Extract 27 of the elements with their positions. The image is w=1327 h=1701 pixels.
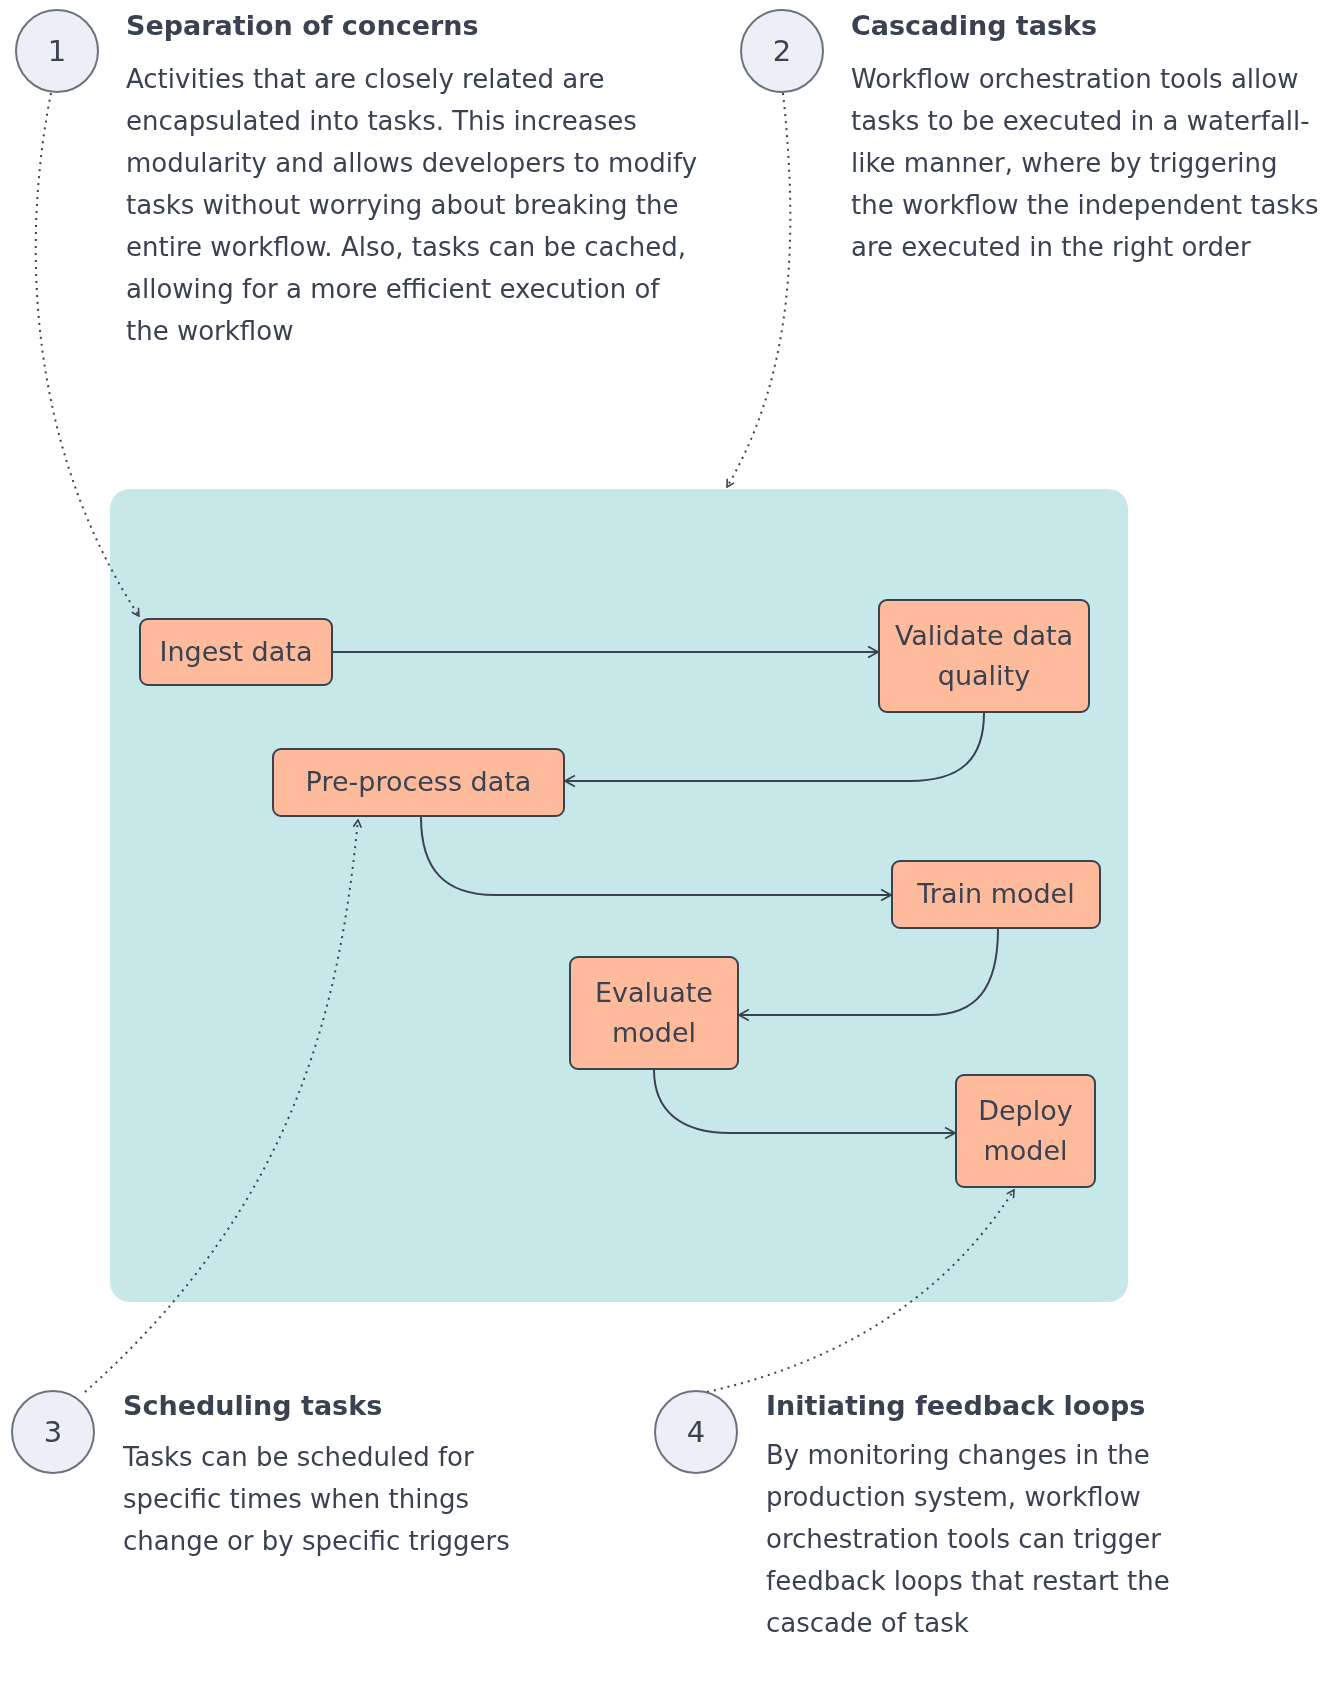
task-box: Deploy model [955, 1074, 1096, 1188]
task-box: Validate data quality [878, 599, 1090, 713]
task-box: Evaluate model [569, 956, 739, 1070]
section-heading: Scheduling tasks [123, 1390, 384, 1421]
number-circle: 4 [654, 1390, 738, 1474]
dotted-arrow [84, 819, 362, 1393]
arrow [420, 816, 892, 902]
task-box: Ingest data [139, 618, 333, 686]
section-heading: Initiating feedback loops [766, 1390, 1147, 1421]
description-text: By monitoring changes in the production system, workflow orchestration tools can trigger feedback loops that restart the cascade of task [766, 1439, 1171, 1640]
description-text: Tasks can be scheduled for specific times when things change or by specific triggers [123, 1441, 511, 1558]
number-circle: 2 [740, 9, 824, 93]
workflow-panel [110, 489, 1128, 1302]
number-circle: 3 [11, 1390, 95, 1474]
task-box: Pre-process data [272, 748, 565, 817]
description-text: Workflow orchestration tools allow tasks to be executed in a waterfall-like manner, where by triggering the workflow the independent tasks are executed in the right order [851, 63, 1320, 264]
section-heading: Cascading tasks [851, 10, 1099, 41]
arrow [332, 645, 879, 659]
section-heading: Separation of concerns [126, 10, 480, 41]
arrow [564, 712, 985, 788]
dotted-arrow [34, 92, 140, 617]
number-circle: 1 [15, 9, 99, 93]
dotted-arrow [726, 92, 792, 488]
arrow [738, 928, 999, 1022]
description-text: Activities that are closely related are encapsulated into tasks. This increases modularity and allows developers to modify tasks without worrying about breaking the entire workflow. Also, tasks can be cached, allowing for a more efficient execution of the workflow [126, 63, 699, 348]
arrow [653, 1069, 956, 1140]
task-box: Train model [891, 860, 1101, 929]
